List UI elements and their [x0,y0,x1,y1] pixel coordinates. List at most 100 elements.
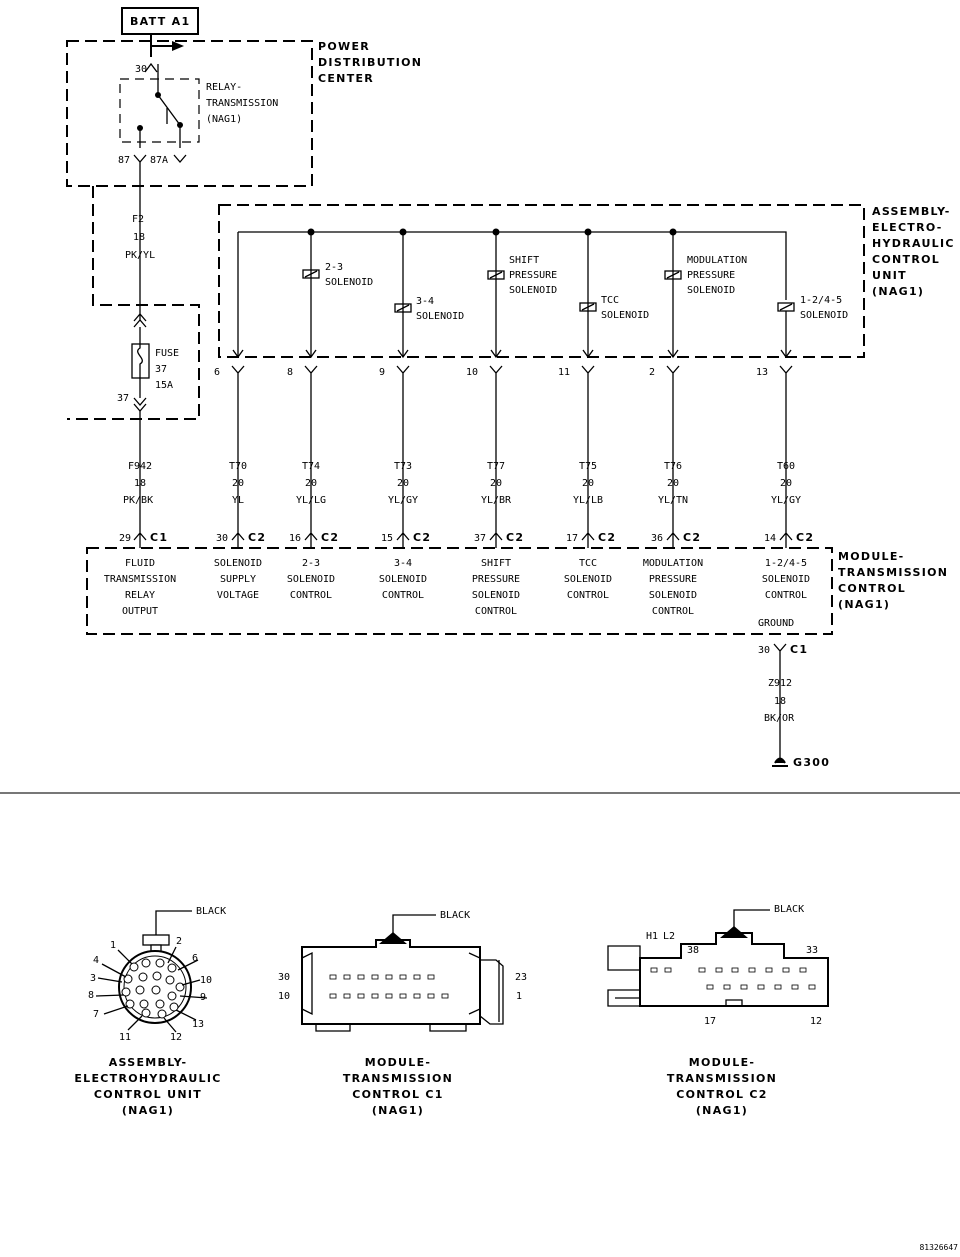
svg-text:(NAG1): (NAG1) [696,1104,748,1117]
svg-text:C2: C2 [598,531,616,544]
figure-id: 81326647 [919,1243,958,1252]
svg-text:20: 20 [490,478,502,489]
svg-text:(NAG1): (NAG1) [872,285,924,298]
svg-text:10: 10 [278,991,290,1002]
svg-text:9: 9 [379,367,385,378]
svg-text:SOLENOID: SOLENOID [379,574,427,585]
svg-text:37: 37 [474,533,486,544]
svg-text:4: 4 [93,955,99,966]
wire-f2-label: F2 18 PK/YL [125,214,155,261]
ground-symbol-g300: G300 [772,756,829,769]
svg-text:18: 18 [774,696,786,707]
svg-text:MODULE-: MODULE- [365,1056,432,1069]
svg-text:YL/LB: YL/LB [573,495,603,506]
svg-text:CONTROL: CONTROL [382,590,424,601]
power-distribution-center-box [66,40,313,187]
svg-text:29: 29 [119,533,131,544]
svg-text:ELECTRO-: ELECTRO- [872,221,943,234]
svg-text:13: 13 [192,1019,204,1030]
svg-text:20: 20 [397,478,409,489]
svg-text:ASSEMBLY-: ASSEMBLY- [109,1056,188,1069]
battery-label: BATT A1 [121,7,199,35]
svg-text:Z912: Z912 [768,678,792,689]
svg-text:TRANSMISSION: TRANSMISSION [104,574,176,585]
tcm-c1-connector-view: BLACK 30 10 23 1 MODULE- TRANSMISSION CO… [278,910,527,1117]
connector-pin-icon [779,527,793,548]
connector-pin-icon [231,527,245,548]
svg-text:SOLENOID: SOLENOID [214,558,262,569]
svg-text:2: 2 [176,936,182,947]
tcm-c1-connector-title: MODULE- TRANSMISSION CONTROL C1 (NAG1) [343,1056,452,1117]
svg-text:CONTROL UNIT: CONTROL UNIT [94,1088,202,1101]
svg-text:SOLENOID: SOLENOID [564,574,612,585]
svg-text:BLACK: BLACK [774,904,804,915]
arrow-icon [172,41,184,51]
svg-text:TRANSMISSION: TRANSMISSION [838,566,948,579]
svg-text:HYDRAULIC: HYDRAULIC [872,237,955,250]
svg-text:2: 2 [649,367,655,378]
svg-text:YL/GY: YL/GY [388,495,418,506]
svg-text:F2: F2 [132,214,144,225]
svg-text:T74: T74 [302,461,320,472]
svg-text:(NAG1): (NAG1) [838,598,890,611]
svg-text:SUPPLY: SUPPLY [220,574,256,585]
transmission-control-module-box [86,547,833,635]
svg-text:CONTROL: CONTROL [475,606,517,617]
svg-text:C1: C1 [790,643,808,656]
pdc-title: POWER DISTRIBUTION CENTER [318,40,421,85]
svg-text:15A: 15A [155,380,173,391]
svg-text:CONTROL: CONTROL [567,590,609,601]
svg-text:MODULATION: MODULATION [687,255,747,266]
svg-text:(NAG1): (NAG1) [122,1104,174,1117]
ehcu-title: ASSEMBLY- ELECTRO- HYDRAULIC CONTROL UNI… [872,205,955,298]
connector-pin-icon [133,397,147,412]
svg-text:YL/LG: YL/LG [296,495,326,506]
svg-text:20: 20 [305,478,317,489]
svg-text:18: 18 [134,478,146,489]
svg-text:8: 8 [287,367,293,378]
batt-feed-wire [150,34,176,57]
svg-text:15: 15 [381,533,393,544]
svg-text:C2: C2 [248,531,266,544]
svg-text:30: 30 [758,645,770,656]
svg-text:30: 30 [278,972,290,983]
svg-text:T77: T77 [487,461,505,472]
svg-text:SHIFT: SHIFT [481,558,511,569]
svg-text:CONTROL: CONTROL [765,590,807,601]
pdc-pin-30: 30 [135,64,147,75]
svg-text:38: 38 [687,945,699,956]
svg-text:FLUID: FLUID [125,558,155,569]
relay-transmission: RELAY- TRANSMISSION (NAG1) [119,64,278,148]
svg-text:10: 10 [466,367,478,378]
svg-text:YL/BR: YL/BR [481,495,512,506]
svg-text:SOLENOID: SOLENOID [762,574,810,585]
svg-text:T73: T73 [394,461,412,472]
svg-text:3: 3 [90,973,96,984]
svg-text:11: 11 [119,1032,131,1043]
svg-text:CONTROL: CONTROL [290,590,332,601]
svg-text:F942: F942 [128,461,152,472]
svg-text:C2: C2 [321,531,339,544]
svg-text:SOLENOID: SOLENOID [687,285,735,296]
svg-text:MODULE-: MODULE- [838,550,905,563]
svg-text:UNIT: UNIT [872,269,907,282]
svg-text:CONTROL: CONTROL [838,582,906,595]
svg-text:YL: YL [232,495,244,506]
svg-text:33: 33 [806,945,818,956]
svg-text:2-3: 2-3 [325,262,343,273]
svg-text:CONTROL C1: CONTROL C1 [352,1088,444,1101]
svg-text:BLACK: BLACK [196,906,226,917]
svg-text:PRESSURE: PRESSURE [509,270,557,281]
svg-text:C2: C2 [413,531,431,544]
connector-pin-icon [666,527,680,548]
svg-text:7: 7 [93,1009,99,1020]
svg-text:PK/YL: PK/YL [125,250,155,261]
svg-text:1: 1 [110,940,116,951]
svg-text:PK/BK: PK/BK [123,495,153,506]
svg-text:TCC: TCC [601,295,619,306]
